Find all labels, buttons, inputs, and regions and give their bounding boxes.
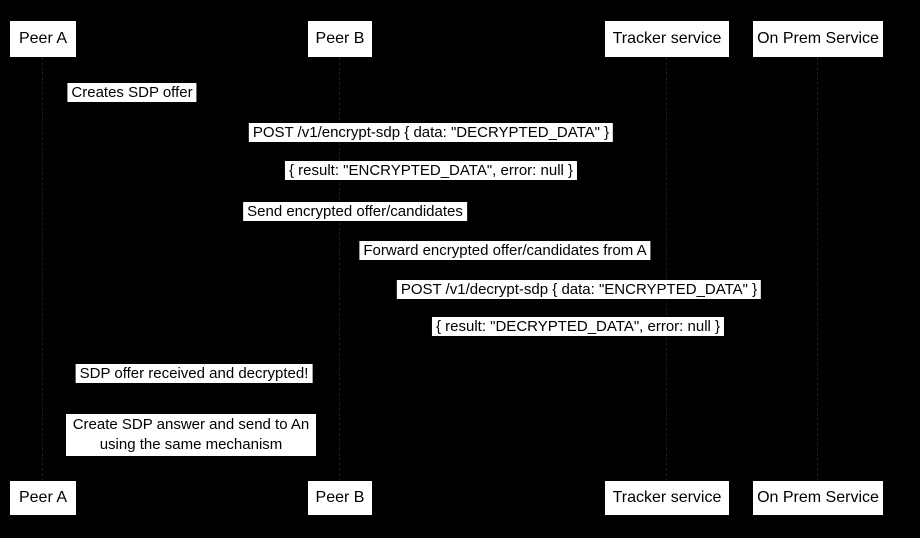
note-create-sdp-answer: Create SDP answer and send to An using t… [66,414,316,456]
lifeline-peer-b [339,57,340,481]
message-encrypt-result: { result: "ENCRYPTED_DATA", error: null … [284,161,578,180]
message-decrypt-result: { result: "DECRYPTED_DATA", error: null … [431,317,725,336]
lifeline-tracker-service [666,57,667,481]
lifeline-peer-a [42,57,43,481]
message-send-encrypted-offer: Send encrypted offer/candidates [243,202,467,221]
actor-bottom-peer-b: Peer B [308,481,372,515]
actor-top-peer-a: Peer A [10,21,76,57]
message-post-decrypt-sdp: POST /v1/decrypt-sdp { data: "ENCRYPTED_… [396,280,762,299]
actor-bottom-on-prem-service: On Prem Service [753,481,883,515]
lifeline-on-prem-service [817,57,818,481]
message-sdp-offer-received: SDP offer received and decrypted! [75,364,313,383]
actor-bottom-tracker-service: Tracker service [605,481,729,515]
actor-bottom-peer-a: Peer A [10,481,76,515]
actor-top-tracker-service: Tracker service [605,21,729,57]
actor-top-on-prem-service: On Prem Service [753,21,883,57]
message-creates-sdp-offer: Creates SDP offer [67,83,197,102]
message-forward-encrypted-offer: Forward encrypted offer/candidates from … [359,241,651,260]
actor-top-peer-b: Peer B [308,21,372,57]
message-post-encrypt-sdp: POST /v1/encrypt-sdp { data: "DECRYPTED_… [248,123,614,142]
